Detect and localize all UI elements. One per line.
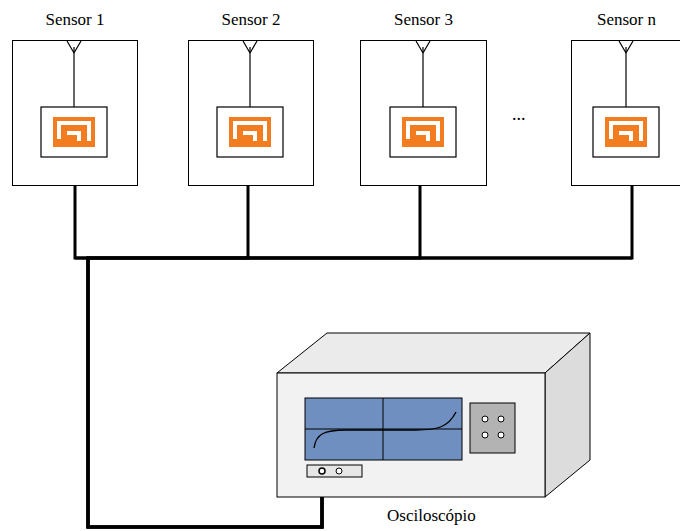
oscilloscope-drawing [276,332,592,500]
sensor-icon [572,41,680,185]
sensor-housing [188,40,314,186]
sensor-icon [189,41,313,185]
sensor-housing [571,40,680,186]
sensor-node: Sensor n [571,10,680,186]
sensor-housing [360,40,487,186]
sensor-node: Sensor 3 [360,10,487,186]
sensor-housing [12,40,138,186]
sensor-icon [13,41,137,185]
signal-cable [88,186,632,527]
sensor-title: Sensor n [571,10,680,30]
oscilloscope-label: Osciloscópio [385,506,478,526]
sensor-title: Sensor 1 [12,10,138,30]
bus-line [75,257,632,260]
ellipsis-mark: ... [512,104,526,124]
sensor-title: Sensor 2 [188,10,314,30]
sensor-title: Sensor 3 [360,10,487,30]
sensor-node: Sensor 2 [188,10,314,186]
oscilloscope: Osciloscópio [276,332,592,528]
sensor-icon [361,41,486,185]
sensor-node: Sensor 1 [12,10,138,186]
